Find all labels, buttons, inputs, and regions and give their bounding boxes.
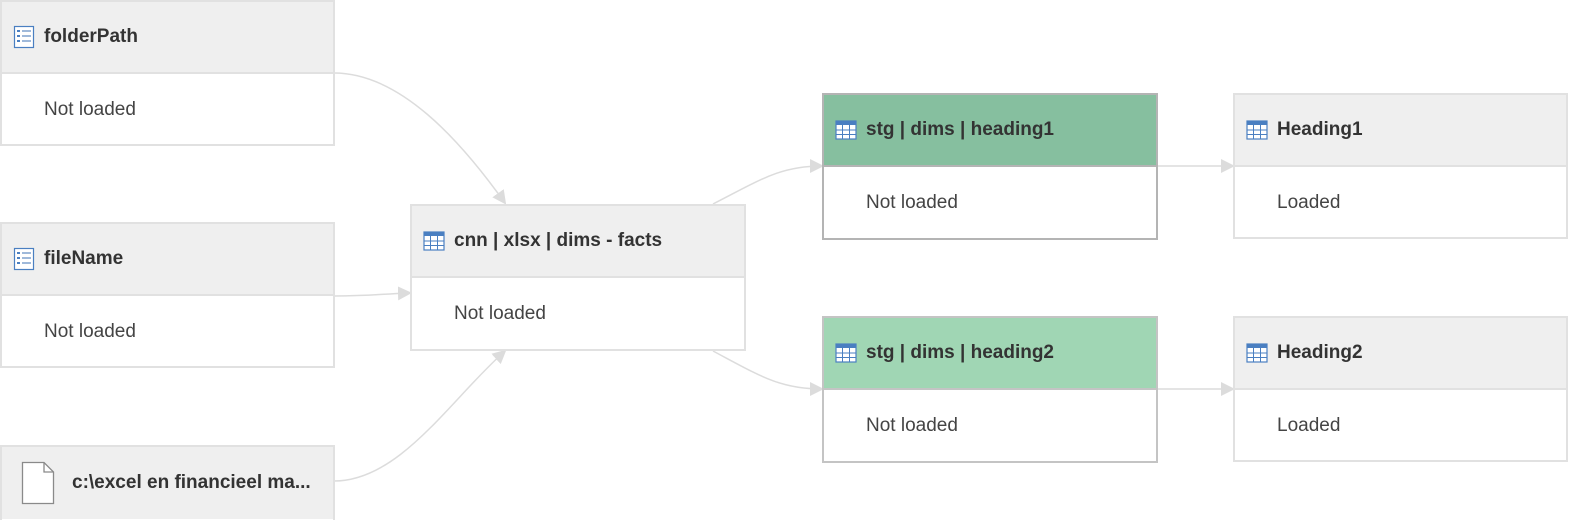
node-load-status: Loaded xyxy=(1277,192,1341,213)
node-title: stg | dims | heading1 xyxy=(866,119,1054,140)
parameter-icon xyxy=(12,25,36,49)
file-icon xyxy=(20,461,56,505)
node-title: Heading1 xyxy=(1277,119,1363,140)
node-header: Heading2 xyxy=(1235,318,1566,390)
table-icon xyxy=(1245,341,1269,365)
table-icon xyxy=(1245,118,1269,142)
edge-cnn-to-stg-heading1 xyxy=(712,159,824,205)
query-node-folderpath[interactable]: folderPath Not loaded xyxy=(0,0,335,146)
node-title: stg | dims | heading2 xyxy=(866,342,1054,363)
edge-cnn-to-stg-heading2 xyxy=(712,350,824,396)
query-node-heading1[interactable]: Heading1 Loaded xyxy=(1233,93,1568,239)
node-header: cnn | xlsx | dims - facts xyxy=(412,206,744,278)
node-load-status: Not loaded xyxy=(454,303,546,324)
node-load-status: Not loaded xyxy=(44,321,136,342)
node-header: folderPath xyxy=(2,2,333,74)
node-title: folderPath xyxy=(44,26,138,47)
query-node-cnn-dims-facts[interactable]: cnn | xlsx | dims - facts Not loaded xyxy=(410,204,746,351)
node-header: Heading1 xyxy=(1235,95,1566,167)
node-load-status: Loaded xyxy=(1277,415,1341,436)
node-header: fileName xyxy=(2,224,333,296)
query-node-stg-heading2[interactable]: stg | dims | heading2 Not loaded xyxy=(822,316,1158,463)
edge-filename-to-cnn xyxy=(333,286,412,301)
node-title: Heading2 xyxy=(1277,342,1363,363)
node-header: stg | dims | heading2 xyxy=(824,318,1156,390)
node-header: c:\excel en financieel ma... xyxy=(2,447,333,519)
node-title: cnn | xlsx | dims - facts xyxy=(454,230,663,251)
table-icon xyxy=(834,118,858,142)
node-header: stg | dims | heading1 xyxy=(824,95,1156,167)
node-load-status: Not loaded xyxy=(866,192,958,213)
node-title: c:\excel en financieel ma... xyxy=(72,472,311,493)
parameter-icon xyxy=(12,247,36,271)
query-node-filename[interactable]: fileName Not loaded xyxy=(0,222,335,368)
query-node-stg-heading1[interactable]: stg | dims | heading1 Not loaded xyxy=(822,93,1158,240)
node-load-status: Not loaded xyxy=(44,99,136,120)
edge-sourcefile-to-cnn xyxy=(333,349,507,482)
node-load-status: Not loaded xyxy=(866,415,958,436)
edge-folderpath-to-cnn xyxy=(333,72,507,205)
node-title: fileName xyxy=(44,248,124,269)
query-node-heading2[interactable]: Heading2 Loaded xyxy=(1233,316,1568,462)
table-icon xyxy=(834,341,858,365)
source-file-node[interactable]: c:\excel en financieel ma... xyxy=(0,445,335,520)
table-icon xyxy=(422,229,446,253)
